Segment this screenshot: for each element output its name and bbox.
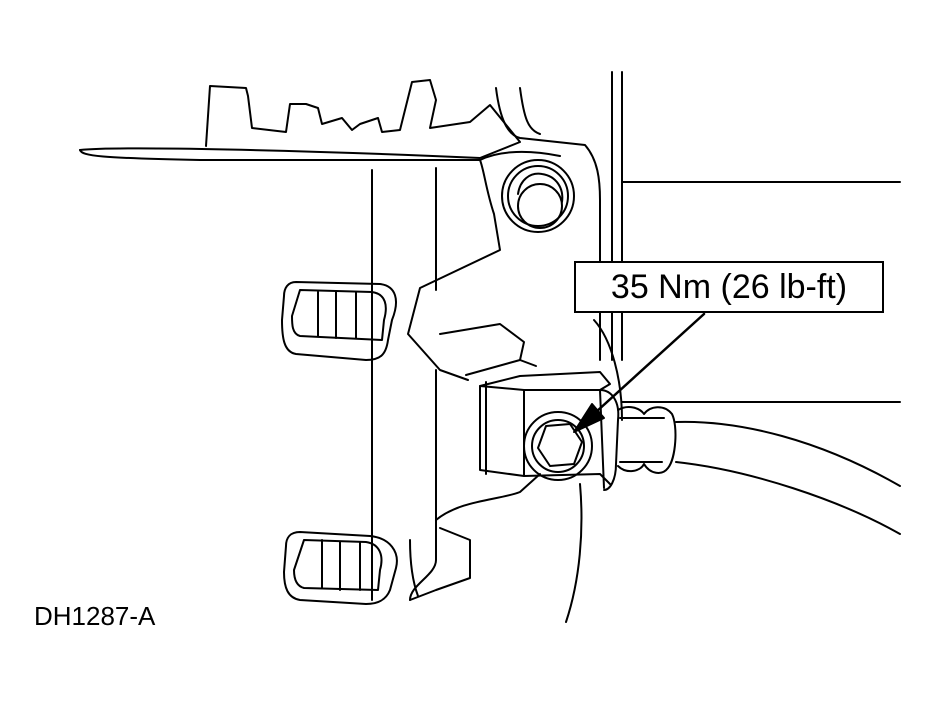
hose-fitting bbox=[480, 372, 618, 490]
edge-curves bbox=[566, 320, 622, 622]
bracket-body bbox=[372, 152, 560, 600]
upper-bolt bbox=[502, 160, 574, 232]
bracket-top bbox=[80, 80, 520, 160]
figure-id: DH1287-A bbox=[34, 601, 156, 631]
callout-leader-arrow bbox=[574, 314, 704, 432]
bracket-slots bbox=[282, 282, 397, 604]
brake-hose bbox=[618, 407, 900, 534]
housing-outline bbox=[496, 72, 900, 402]
hex-bolt-icon bbox=[524, 412, 592, 480]
torque-callout-label: 35 Nm (26 lb-ft) bbox=[574, 261, 884, 313]
